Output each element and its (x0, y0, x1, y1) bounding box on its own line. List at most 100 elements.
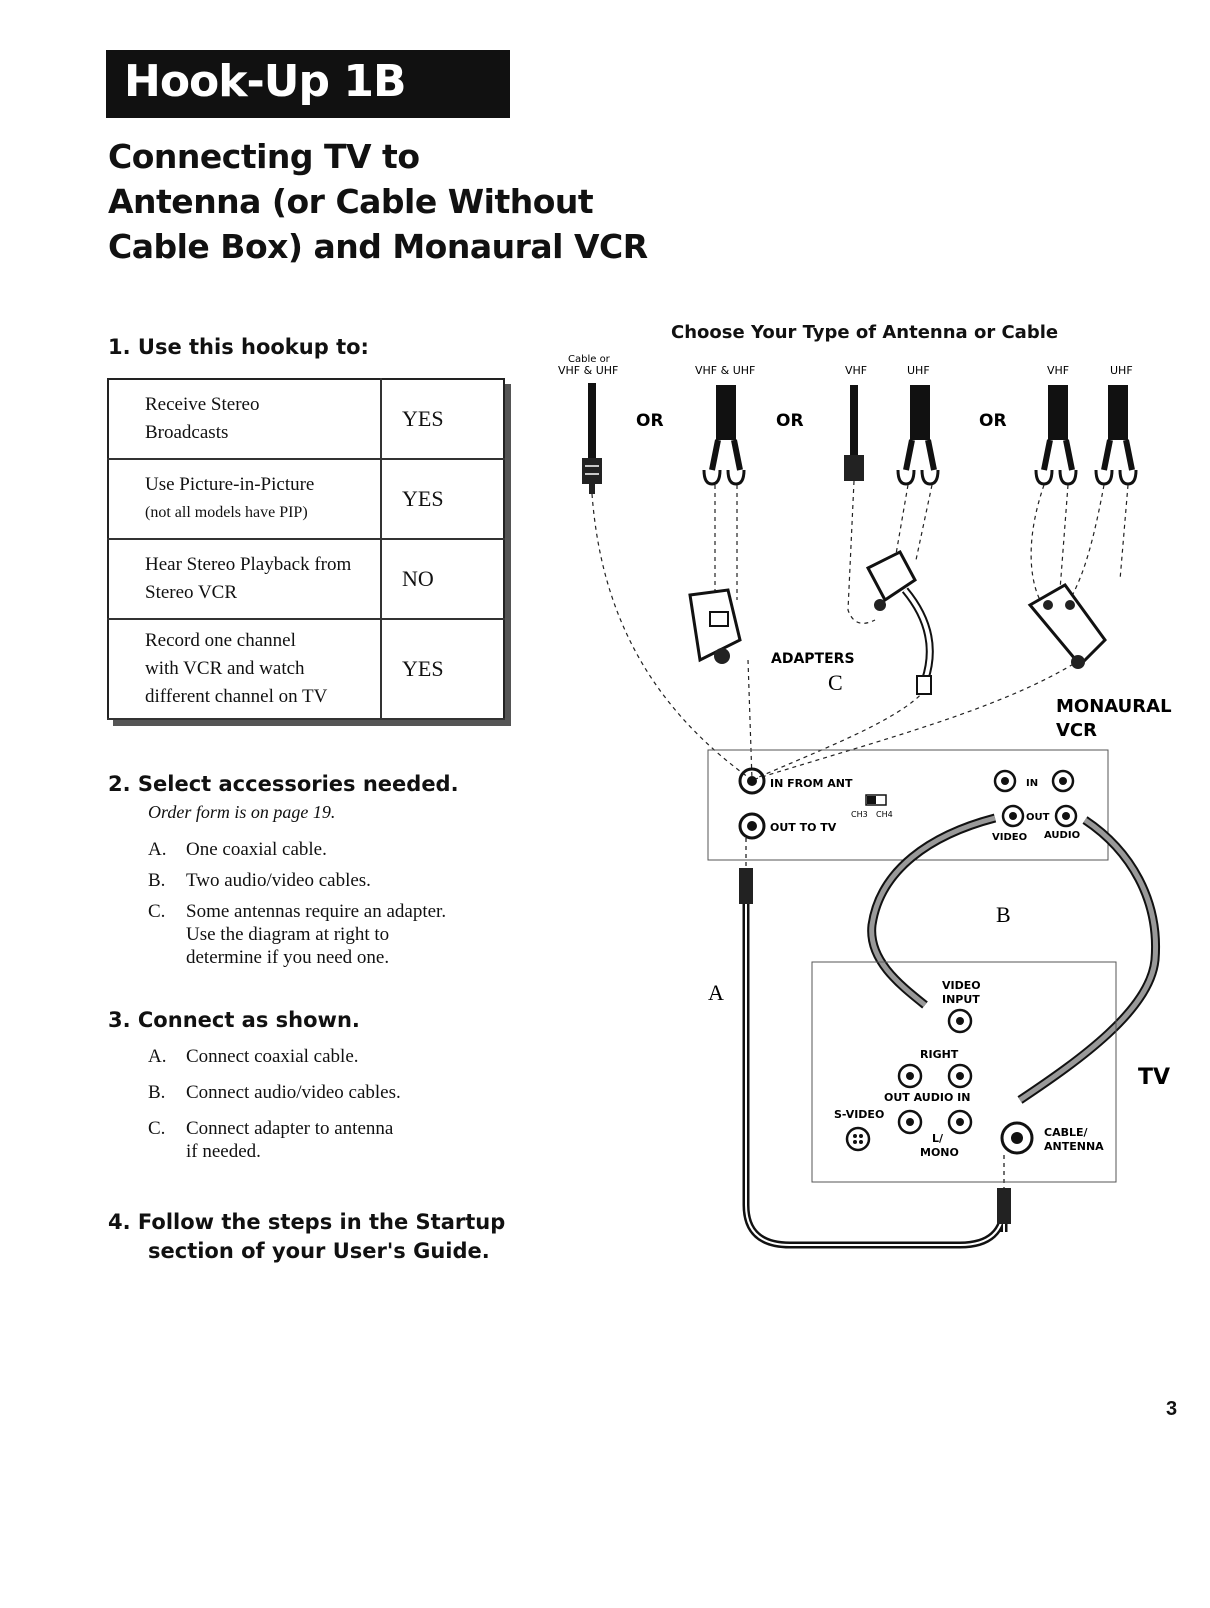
row-text: Receive Stereo (145, 394, 260, 415)
list-letter: B. (148, 870, 166, 891)
svideo-label: S-VIDEO (834, 1108, 884, 1121)
list-item: A. One coaxial cable. (148, 838, 528, 861)
in-from-ant-label: IN FROM ANT (770, 777, 853, 790)
vcr-in-label: IN (1026, 778, 1038, 789)
table-row: Record one channel with VCR and watch di… (108, 619, 504, 720)
video-input-label-1: VIDEO (942, 979, 981, 992)
title-line-2: Antenna (or Cable Without (108, 182, 594, 221)
vhf-label: VHF (845, 364, 867, 377)
list-text: if needed. (186, 1141, 261, 1162)
list-text: Connect coaxial cable. (186, 1046, 359, 1067)
table-cell-answer: YES (380, 619, 504, 720)
uhf-label: UHF (1110, 364, 1133, 377)
coax-antenna-lead (582, 383, 602, 494)
table-cell-answer: YES (380, 459, 504, 540)
list-letter: B. (148, 1082, 166, 1103)
cable-antenna-label-2: ANTENNA (1044, 1140, 1104, 1153)
table-cell-desc: Receive Stereo Broadcasts (108, 379, 381, 460)
dual-twin-lead-antenna (1034, 385, 1138, 486)
row-text: Stereo VCR (145, 582, 238, 603)
connect-list: A. Connect coaxial cable. B. Connect aud… (148, 1045, 528, 1163)
row-text: Record one channel (145, 630, 296, 651)
hookup-diagram: Cable or VHF & UHF VHF & UHF VHF UHF VHF… (558, 354, 1172, 1249)
table-cell-desc: Use Picture-in-Picture (not all models h… (108, 459, 381, 540)
mono-label: MONO (920, 1146, 959, 1159)
vcr-in-jacks (993, 769, 1075, 793)
vcr-video-label: VIDEO (992, 832, 1027, 843)
tv-cable-antenna-jack (1000, 1121, 1034, 1155)
ch3-ch4-switch (865, 794, 887, 806)
vcr-out-label: OUT (1026, 812, 1050, 823)
tv-audio-jacks (897, 1063, 973, 1135)
cable-or-label: Cable or (568, 354, 611, 365)
row-text: with VCR and watch (145, 658, 305, 679)
diagram-heading: Choose Your Type of Antenna or Cable (671, 322, 1059, 343)
l-label: L/ (932, 1132, 944, 1145)
dashed-connection-lines (591, 480, 1129, 781)
out-audio-in-label: OUT AUDIO IN (884, 1091, 970, 1104)
banner-text: Hook-Up 1B (124, 56, 406, 107)
adapters-label: ADAPTERS (771, 651, 855, 667)
title-line-1: Connecting TV to (108, 137, 420, 176)
row-subtext: (not all models have PIP) (145, 504, 308, 521)
order-form-note: Order form is on page 19. (148, 802, 336, 822)
table-row: Hear Stereo Playback from Stereo VCR NO (108, 539, 504, 620)
section1-heading: 1. Use this hookup to: (108, 335, 369, 359)
section4-line: section of your User's Guide. (148, 1239, 490, 1263)
title-line-3: Cable Box) and Monaural VCR (108, 227, 648, 266)
adapter-balun (688, 588, 742, 664)
list-letter: C. (148, 1118, 166, 1139)
uhf-label: UHF (907, 364, 930, 377)
right-label: RIGHT (920, 1048, 959, 1061)
section2-heading: 2. Select accessories needed. (108, 772, 459, 796)
row-text: Use Picture-in-Picture (145, 474, 315, 495)
vcr-audio-label: AUDIO (1044, 830, 1080, 841)
ch4-label: CH4 (876, 810, 893, 819)
coaxial-cable (739, 838, 1011, 1249)
vhf-label: VHF (1047, 364, 1069, 377)
out-to-tv-label: OUT TO TV (770, 821, 837, 834)
table-cell-desc: Hear Stereo Playback from Stereo VCR (108, 539, 381, 620)
or-label: OR (636, 411, 664, 431)
table-cell-answer: YES (380, 379, 504, 460)
adapter-combiner (865, 550, 934, 695)
list-text: Connect adapter to antenna (186, 1118, 394, 1139)
page-title: Connecting TV to Antenna (or Cable Witho… (108, 134, 668, 269)
list-text: Connect audio/video cables. (186, 1082, 401, 1103)
video-input-label-2: INPUT (942, 993, 980, 1006)
section3-heading: 3. Connect as shown. (108, 1008, 360, 1032)
page-number: 3 (1166, 1398, 1178, 1420)
list-item: A. Connect coaxial cable. (148, 1045, 528, 1068)
label-b: B (996, 902, 1011, 927)
list-letter: A. (148, 1046, 167, 1067)
list-item: C. Connect adapter to antenna if needed. (148, 1117, 528, 1163)
twin-lead-antenna (702, 385, 746, 486)
svideo-jack (845, 1126, 871, 1152)
accessories-list: A. One coaxial cable. B. Two audio/video… (148, 838, 528, 969)
list-item: B. Two audio/video cables. (148, 869, 528, 892)
label-a: A (708, 980, 724, 1005)
or-label: OR (776, 411, 804, 431)
table-cell-answer: NO (380, 539, 504, 620)
table-cell-desc: Record one channel with VCR and watch di… (108, 619, 381, 720)
list-text: One coaxial cable. (186, 839, 327, 860)
out-to-tv-jack (738, 812, 766, 840)
section4-heading: 4. Follow the steps in the Startup secti… (108, 1208, 505, 1266)
hookup-banner: Hook-Up 1B (106, 50, 510, 118)
list-text: Some antennas require an adapter. (186, 901, 447, 922)
table-row: Use Picture-in-Picture (not all models h… (108, 459, 504, 540)
vhf-uhf-label: VHF & UHF (558, 364, 618, 377)
vcr-out-jacks (1001, 804, 1078, 828)
cable-antenna-label-1: CABLE/ (1044, 1126, 1088, 1139)
tv-back-panel (811, 961, 1117, 1183)
usage-table: Receive Stereo Broadcasts YES Use Pictur… (107, 378, 505, 720)
row-text: Hear Stereo Playback from (145, 554, 352, 575)
vcr-label-line-2: VCR (1056, 720, 1097, 741)
ch3-label: CH3 (851, 810, 868, 819)
in-from-ant-jack (738, 767, 766, 795)
list-letter: A. (148, 839, 167, 860)
row-text: Broadcasts (145, 422, 229, 443)
list-text: Use the diagram at right to (186, 924, 390, 945)
list-item: B. Connect audio/video cables. (148, 1081, 528, 1104)
list-letter: C. (148, 901, 166, 922)
